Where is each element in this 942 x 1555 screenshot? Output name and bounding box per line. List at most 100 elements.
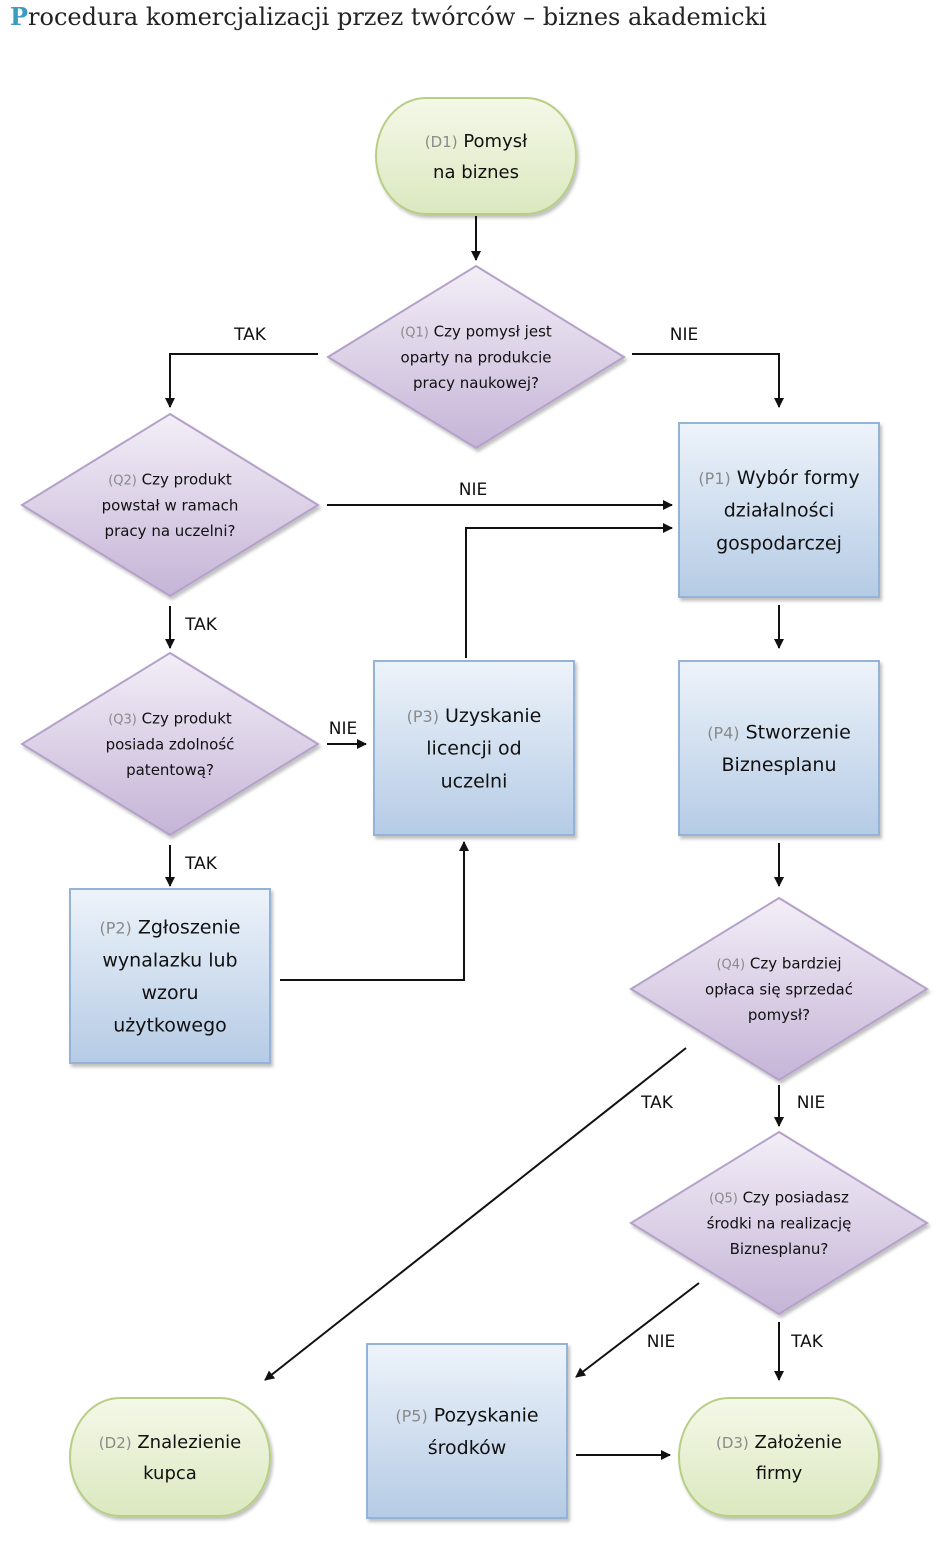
node-d2-line-1: (D2) Znalezienie: [99, 1432, 241, 1453]
node-text: Czy bardziej: [750, 954, 842, 972]
node-code: (Q1): [400, 325, 429, 340]
node-text: Pozyskanie: [434, 1404, 539, 1426]
node-text: patentową?: [126, 761, 214, 779]
node-text: pomysł?: [748, 1006, 810, 1024]
node-text: kupca: [143, 1463, 197, 1484]
node-d2: (D2) Znalezienie kupca: [69, 1397, 271, 1517]
node-text: na biznes: [433, 162, 519, 183]
node-code: (P4): [707, 723, 739, 742]
node-text: Wybór formy: [737, 467, 860, 489]
edge-q1-p1: [632, 353, 784, 408]
node-q5: (Q5) Czy posiadasz środki na realizacjęBi…: [629, 1130, 929, 1316]
node-text: Czy pomysł jest: [434, 322, 552, 340]
node-text: Znalezienie: [137, 1432, 241, 1453]
node-text: Założenie: [755, 1432, 843, 1453]
node-code: (D2): [99, 1434, 132, 1452]
node-text: użytkowego: [113, 1015, 227, 1037]
node-text: Biznesplanu: [722, 754, 837, 776]
edge-q5-p5: [575, 1282, 700, 1378]
node-q5-line-1: (Q5) Czy posiadasz: [709, 1188, 849, 1206]
process-shape: [678, 422, 880, 598]
node-q5-line-2: środki na realizację: [707, 1214, 852, 1232]
node-q1-line-1: (Q1) Czy pomysł jest: [400, 322, 552, 340]
edge-label-q4-q5: NIE: [797, 1093, 825, 1113]
node-text: Czy produkt: [142, 470, 232, 488]
node-code: (P1): [698, 469, 730, 488]
decision-shape: [629, 896, 929, 1082]
node-text: Zgłoszenie: [138, 917, 241, 939]
node-d1-line-1: (D1) Pomysł: [425, 131, 528, 152]
node-text: Stworzenie: [746, 721, 851, 743]
node-q1-line-3: pracy naukowej?: [413, 374, 539, 392]
node-p2-line-1: (P2) Zgłoszenie: [99, 917, 240, 939]
title-rest: rocedura komercjalizacji przez twórców –…: [28, 3, 767, 31]
edge-label-q2-q3: TAK: [184, 615, 218, 635]
node-code: (Q4): [716, 957, 745, 972]
node-p5-line-2: środków: [428, 1437, 506, 1459]
edge-label-q5-p5: NIE: [647, 1332, 675, 1352]
node-p3-line-2: licencji od: [426, 738, 521, 760]
node-q5-line-3: Biznesplanu?: [730, 1240, 829, 1258]
node-p4-line-1: (P4) Stworzenie: [707, 721, 851, 743]
node-text: Pomysł: [463, 131, 528, 152]
node-q4: (Q4) Czy bardziej opłaca się sprzedać pomy…: [629, 896, 929, 1082]
node-q2-line-3: pracy na uczelni?: [105, 522, 236, 540]
node-q2: (Q2) Czy produkt powstał w ramach pracy na…: [20, 412, 320, 598]
node-text: wynalazku lub: [102, 949, 237, 971]
process-shape: [366, 1343, 568, 1519]
node-text: wzoru: [142, 982, 199, 1004]
edge-p2-p3: [280, 841, 469, 981]
node-p5-line-1: (P5) Pozyskanie: [395, 1404, 538, 1426]
node-text: pracy na uczelni?: [105, 522, 236, 540]
node-p1-line-2: działalności: [724, 500, 835, 522]
decision-shape: [326, 264, 626, 450]
process-shape: [373, 660, 575, 836]
edge-p3-p1: [465, 523, 673, 658]
node-code: (D3): [716, 1434, 749, 1452]
terminal-shape: [375, 97, 577, 215]
page-title: Procedura komercjalizacji przez twórców …: [10, 2, 767, 31]
node-p1-line-3: gospodarczej: [716, 532, 842, 554]
title-first-letter: P: [10, 2, 29, 31]
edge-label-q3-p2: TAK: [184, 854, 218, 874]
edge-label-q3-p3: NIE: [329, 719, 357, 739]
node-text: Czy produkt: [142, 709, 232, 727]
node-text: Biznesplanu?: [730, 1240, 829, 1258]
node-code: (Q2): [108, 473, 137, 488]
node-text: uczelni: [441, 770, 508, 792]
node-text: opłaca się sprzedać: [705, 980, 853, 998]
edge-q1-q2: [165, 353, 318, 408]
node-text: Czy posiadasz: [743, 1188, 849, 1206]
node-text: środków: [428, 1437, 506, 1459]
node-q4-line-1: (Q4) Czy bardziej: [716, 954, 841, 972]
node-q2-line-2: powstał w ramach: [102, 496, 239, 514]
node-q3: (Q3) Czy produkt posiada zdolność patentow…: [20, 651, 320, 837]
edge-label-q1-q2: TAK: [233, 325, 267, 345]
edge-label-q2-p1: NIE: [459, 480, 487, 500]
node-q4-line-3: pomysł?: [748, 1006, 810, 1024]
terminal-shape: [678, 1397, 880, 1517]
node-text: licencji od: [426, 738, 521, 760]
edge-label-q5-d3: TAK: [790, 1332, 824, 1352]
node-q1-line-2: oparty na produkcie: [401, 348, 552, 366]
edge-q4-d2: [264, 1047, 687, 1381]
node-d1: (D1) Pomysł na biznes: [375, 97, 577, 215]
decision-shape: [20, 651, 320, 837]
node-code: (Q5): [709, 1191, 738, 1206]
node-d1-line-2: na biznes: [433, 162, 519, 183]
node-text: posiada zdolność: [106, 735, 235, 753]
node-code: (Q3): [108, 712, 137, 727]
node-p4-line-2: Biznesplanu: [722, 754, 837, 776]
node-p1-line-1: (P1) Wybór formy: [698, 467, 859, 489]
node-q3-line-1: (Q3) Czy produkt: [108, 709, 232, 727]
node-d2-line-2: kupca: [143, 1463, 197, 1484]
process-shape: [69, 888, 271, 1064]
edges-layer: [165, 216, 784, 1460]
nodes-layer: (D1) Pomysł na biznes (Q1) Czy pomysł jest…: [20, 97, 929, 1519]
node-p2-line-3: wzoru: [142, 982, 199, 1004]
node-text: gospodarczej: [716, 532, 842, 554]
node-p2: (P2) Zgłoszenie wynalazku lub wzoru użytkow…: [69, 888, 271, 1064]
node-text: Uzyskanie: [445, 705, 541, 727]
